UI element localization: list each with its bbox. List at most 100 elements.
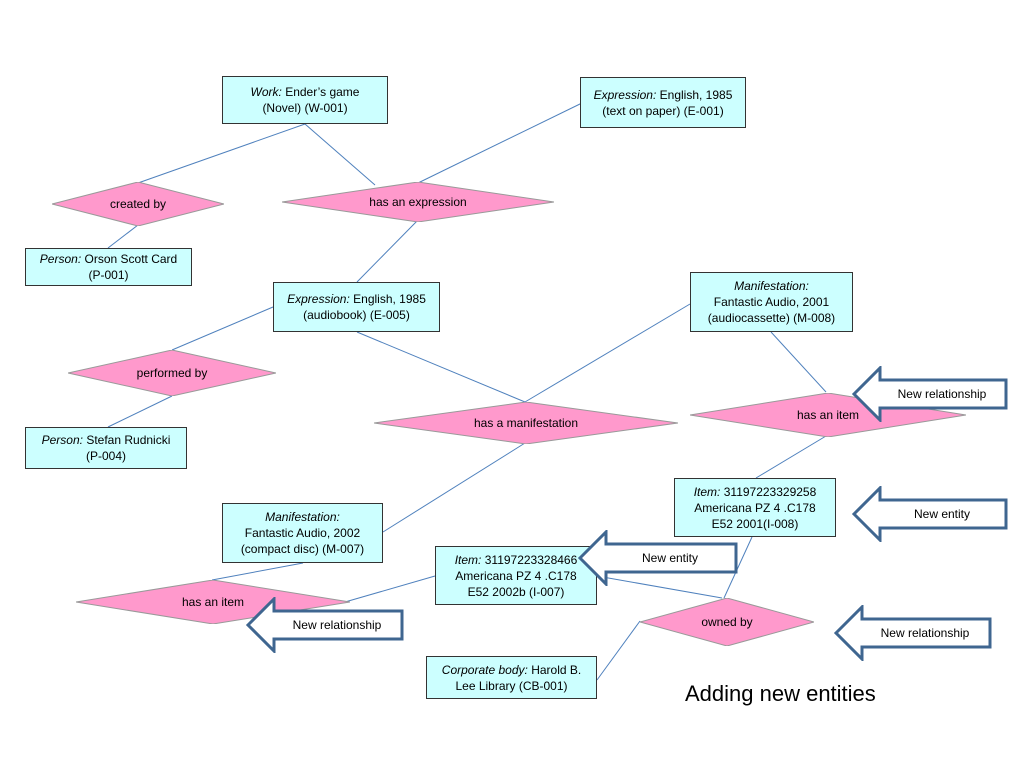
edge-owned-by-corp [596,620,641,681]
entity-manifestation-2002: Manifestation: Fantastic Audio, 2002 (co… [222,503,383,563]
entity-work: Work: Ender’s game (Novel) (W-001) [222,76,388,124]
entity-type-label: Expression: [287,292,350,306]
entity-line-1: Person: Stefan Rudnicki [42,432,171,448]
edge-manif-2001-has-item [770,331,827,393]
entity-line-2: (compact disc) (M-007) [240,542,365,556]
relationship-label: has a manifestation [473,416,579,430]
entity-type-label: Work: [250,85,282,99]
callout-new-relationship-left: New relationship [246,597,404,653]
left-arrow-icon [852,366,1008,422]
entity-expression-audio: Expression: English, 1985 (audiobook) (E… [273,282,440,332]
entity-line-1: Fantastic Audio, 2002 [244,526,361,540]
edge-has-manifestation-manif-2001 [524,303,691,403]
diamond-shape [68,350,276,396]
diamond-shape [374,402,678,444]
entity-title: Stefan Rudnicki [86,433,171,447]
entity-line-2: Lee Library (CB-001) [455,678,568,693]
diamond-shape [282,182,554,222]
entity-manifestation-2001: Manifestation: Fantastic Audio, 2001 (au… [690,272,853,332]
entity-type-label: Manifestation: [734,278,809,294]
edge-work-created-by [137,123,306,184]
entity-title: 31197223328466 [484,552,578,567]
callout-new-relationship-right: New relationship [834,605,992,661]
diagram-caption: Adding new entities [685,681,876,706]
entity-type-label: Person: [39,252,82,266]
entity-title: English, 1985 [353,292,426,306]
edge-expr-audio-has-manifestation [356,331,526,403]
entity-line-1: Corporate body: Harold B. [442,662,581,678]
entity-line-2: (Novel) (W-001) [262,101,348,115]
entity-title: Orson Scott Card [84,252,178,266]
entity-item-008: Item: 31197223329258 Americana PZ 4 .C17… [674,478,836,537]
entity-title: English, 1985 [659,87,733,102]
left-arrow-icon [246,597,404,653]
relationship-owned-by: owned by [640,598,814,646]
entity-type-label: Manifestation: [265,509,340,525]
entity-line-1: Fantastic Audio, 2001 [713,295,830,309]
relationship-label: has an item [181,595,245,609]
relationship-label: has an expression [369,195,467,209]
diamond-shape [640,598,814,646]
edge-performed-by-rudnicki [107,395,173,428]
relationship-has-expression: has an expression [282,182,554,222]
callout-label: New relationship [880,626,970,640]
relationship-label: owned by [701,615,753,629]
edge-has-manifestation-manif-2002 [382,442,526,533]
entity-corporate-body: Corporate body: Harold B. Lee Library (C… [426,656,597,699]
edge-manif-2002-has-item [211,562,304,581]
entity-type-text: Manifestation: [265,510,340,524]
entity-line-3: E52 2002b (I-007) [467,584,565,599]
edge-has-item-item-007 [344,575,436,603]
entity-expression-text: Expression: English, 1985 (text on paper… [580,77,746,128]
entity-line-1: Expression: English, 1985 [287,291,426,307]
entity-line-2: Americana PZ 4 .C178 [694,500,816,515]
entity-line-2: Americana PZ 4 .C178 [455,568,577,583]
edge-has-expression-expr-audio [356,219,419,283]
edge-expr-audio-performed-by [171,306,274,351]
entity-title: Harold B. [531,662,582,677]
callout-new-entity-right: New entity [852,486,1008,542]
entity-type-label: Expression: [593,87,657,102]
entity-type-label: Item: [454,552,482,567]
edge-created-by-person-card [107,224,139,249]
entity-line-2: (P-004) [85,449,126,463]
relationship-label: performed by [136,366,208,380]
entity-line-1: Item: 31197223329258 [694,484,817,500]
edge-work-has-expression [304,123,376,186]
relationship-label: created by [109,197,167,211]
entity-line-2: (P-001) [88,268,129,282]
callout-label: New relationship [897,387,987,401]
edge-has-expression-expr-text [417,102,583,184]
edge-item-007-owned-by [596,575,723,599]
entity-title: Ender’s game [285,85,360,99]
callout-new-relationship-top: New relationship [852,366,1008,422]
left-arrow-icon [834,605,992,661]
left-arrow-icon [578,530,738,586]
edge-has-item-item-008 [755,435,827,479]
entity-line-1: Work: Ender’s game [251,84,360,100]
left-arrow-icon [852,486,1008,542]
entity-type-label: Item: [693,484,721,499]
diamond-shape [52,182,224,226]
entity-type-text: Manifestation: [734,279,809,293]
entity-line-1: Item: 31197223328466 [455,552,578,568]
callout-label: New entity [913,507,971,521]
entity-line-1: Expression: English, 1985 [594,87,733,103]
entity-title: 31197223329258 [723,484,817,499]
entity-type-label: Corporate body: [441,662,528,677]
entity-type-label: Person: [41,433,83,447]
entity-person-rudnicki: Person: Stefan Rudnicki (P-004) [25,427,187,469]
entity-person-card: Person: Orson Scott Card (P-001) [25,248,192,286]
entity-item-007: Item: 31197223328466 Americana PZ 4 .C17… [435,546,597,605]
entity-line-3: E52 2001(I-008) [711,516,799,531]
entity-line-1: Person: Orson Scott Card [40,251,177,267]
edge-item-008-owned-by [723,536,753,599]
entity-line-2: (text on paper) (E-001) [602,103,724,118]
relationship-performed-by: performed by [68,350,276,396]
entity-line-2: (audiocassette) (M-008) [707,311,836,325]
relationship-created-by: created by [52,182,224,226]
entity-line-2: (audiobook) (E-005) [303,308,410,322]
callout-label: New relationship [292,618,382,632]
relationship-has-manifestation: has a manifestation [374,402,678,444]
